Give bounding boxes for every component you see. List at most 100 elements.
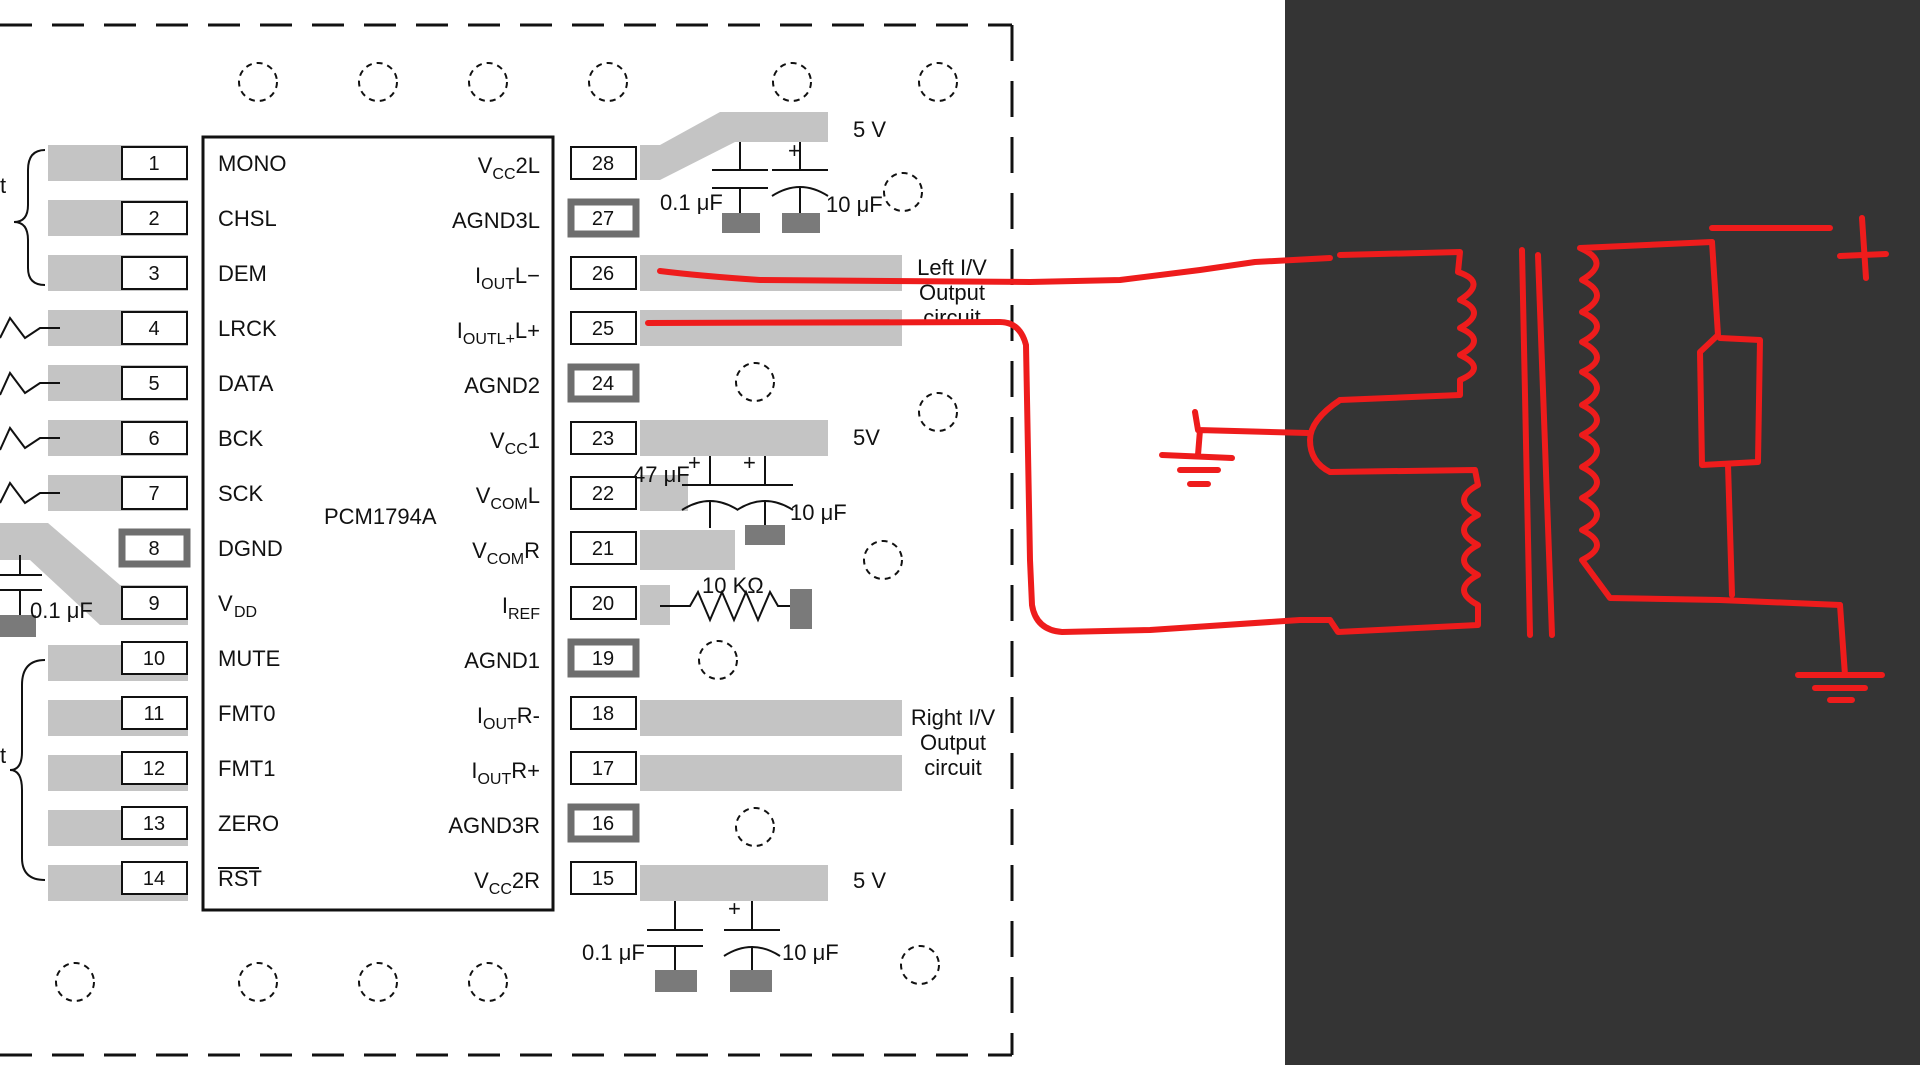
plus-sign: + — [743, 450, 756, 475]
pin-label-suffix: 2L — [516, 153, 540, 178]
pin-label: IOUTR- — [477, 703, 540, 733]
chip-name: PCM1794A — [324, 504, 437, 529]
pin-box-18 — [570, 696, 637, 730]
pin-label-suffix: 2R — [512, 868, 540, 893]
pin-box-15 — [570, 861, 637, 895]
pin-label: MUTE — [218, 646, 280, 671]
pin-label: IOUTR+ — [471, 758, 540, 788]
right-iv-label-1: Right I/V — [911, 705, 996, 730]
pin-label: VCC2R — [474, 868, 540, 898]
pin-label: BCK — [218, 426, 264, 451]
supply-top-label: 5 V — [853, 117, 886, 142]
pin-label-subscript: COM — [487, 551, 524, 568]
pin-box-9 — [121, 586, 188, 620]
pin-number: 11 — [144, 703, 165, 725]
pin-label-suffix: R- — [517, 703, 540, 728]
pin-number: 25 — [592, 318, 614, 340]
sketch-ground — [1159, 409, 1311, 487]
pin-label: FMT1 — [218, 756, 275, 781]
pin-label-subscript: OUTL+ — [463, 331, 515, 348]
pin-box-2 — [121, 201, 188, 235]
pin-label: IREF — [502, 593, 540, 623]
pin-number: 5 — [148, 373, 159, 395]
sketch-load-resistor — [1697, 239, 1763, 598]
pin-label: ZERO — [218, 811, 279, 836]
pin-number: 26 — [592, 263, 614, 285]
cap-mid-10-label: 10 μF — [790, 500, 847, 525]
pin-label: CHSL — [218, 206, 277, 231]
supply-mid-label: 5V — [853, 425, 880, 450]
pin-label: VCC2L — [478, 153, 540, 183]
pin-number: 6 — [148, 428, 159, 450]
pin-number: 13 — [143, 813, 165, 835]
bottom-capacitors — [647, 901, 781, 992]
pin-box-24 — [567, 363, 640, 403]
pin-label-subscript: CC — [489, 881, 512, 898]
pin-box-6 — [121, 421, 188, 455]
pin-number: 12 — [143, 758, 165, 780]
sketch-primary-coil — [1327, 249, 1481, 635]
pin-label-subscript: REF — [508, 606, 540, 623]
pin-label-main: V — [478, 153, 493, 178]
pin-label-suffix: R+ — [511, 758, 540, 783]
pin-label-main: I — [477, 703, 483, 728]
pin-label-suffix: L — [528, 483, 540, 508]
pin-label: DGND — [218, 536, 283, 561]
pin-label: AGND2 — [464, 373, 540, 398]
pin-label: VCOMR — [472, 538, 540, 568]
mounting-holes — [55, 62, 958, 1002]
vdd-capacitor — [0, 555, 42, 637]
chip-body — [201, 135, 555, 912]
pin-label-subscript: COM — [490, 496, 527, 513]
pin-label-main: V — [474, 868, 489, 893]
pin-box-16 — [567, 803, 640, 843]
pin-box-19 — [567, 638, 640, 678]
pin-label: MONO — [218, 151, 286, 176]
pin-box-21 — [570, 531, 637, 565]
pin-label: AGND1 — [464, 648, 540, 673]
pin-number: 19 — [592, 648, 614, 670]
pin-box-14 — [121, 861, 188, 895]
pin-box-7 — [121, 476, 188, 510]
sketch-wire-iout-plus — [645, 319, 1333, 635]
pin-number: 9 — [148, 593, 159, 615]
pin-label: RST — [218, 866, 262, 891]
sketch-transformer-core — [1519, 247, 1555, 638]
plus-sign: + — [688, 450, 701, 475]
pin-label-main: AGND2 — [464, 373, 540, 398]
pin-number: 1 — [148, 153, 159, 175]
edge-char-bottom: t — [0, 743, 6, 768]
pin-box-23 — [570, 421, 637, 455]
pin-label-main: I — [471, 758, 477, 783]
vdd-cap-label: 0.1 μF — [30, 598, 93, 623]
pin-number: 8 — [148, 538, 159, 560]
left-brackets — [9, 149, 46, 881]
pin-box-13 — [121, 806, 188, 840]
resistor-label: 10 KΩ — [702, 573, 764, 598]
pin-label-suffix: R — [524, 538, 540, 563]
sketch-secondary-coil — [1577, 239, 1843, 608]
pin-box-22 — [570, 476, 637, 510]
pin-number: 15 — [592, 868, 614, 890]
pin-label-suffix: L− — [515, 263, 540, 288]
clock-waveform-symbols — [0, 316, 60, 505]
pin-label: VCC1 — [490, 428, 540, 458]
pin-label-subscript: DD — [234, 604, 257, 621]
pin-box-17 — [570, 751, 637, 785]
pin-box-5 — [121, 366, 188, 400]
right-pads — [640, 112, 902, 901]
left-iv-label-1: Left I/V — [917, 255, 987, 280]
pin-box-1 — [121, 146, 188, 180]
pin-number: 22 — [592, 483, 614, 505]
pin-box-12 — [121, 751, 188, 785]
pin-number: 10 — [143, 648, 165, 670]
pin-label-subscript: OUT — [483, 716, 517, 733]
sketch-negative-output — [1795, 602, 1885, 703]
sketch-center-tap — [1307, 397, 1343, 475]
cap-bottom-large-label: 10 μF — [782, 940, 839, 965]
pin-box-4 — [121, 311, 188, 345]
pin-label: LRCK — [218, 316, 277, 341]
pin-number: 23 — [592, 428, 614, 450]
pin-box-11 — [121, 696, 188, 730]
